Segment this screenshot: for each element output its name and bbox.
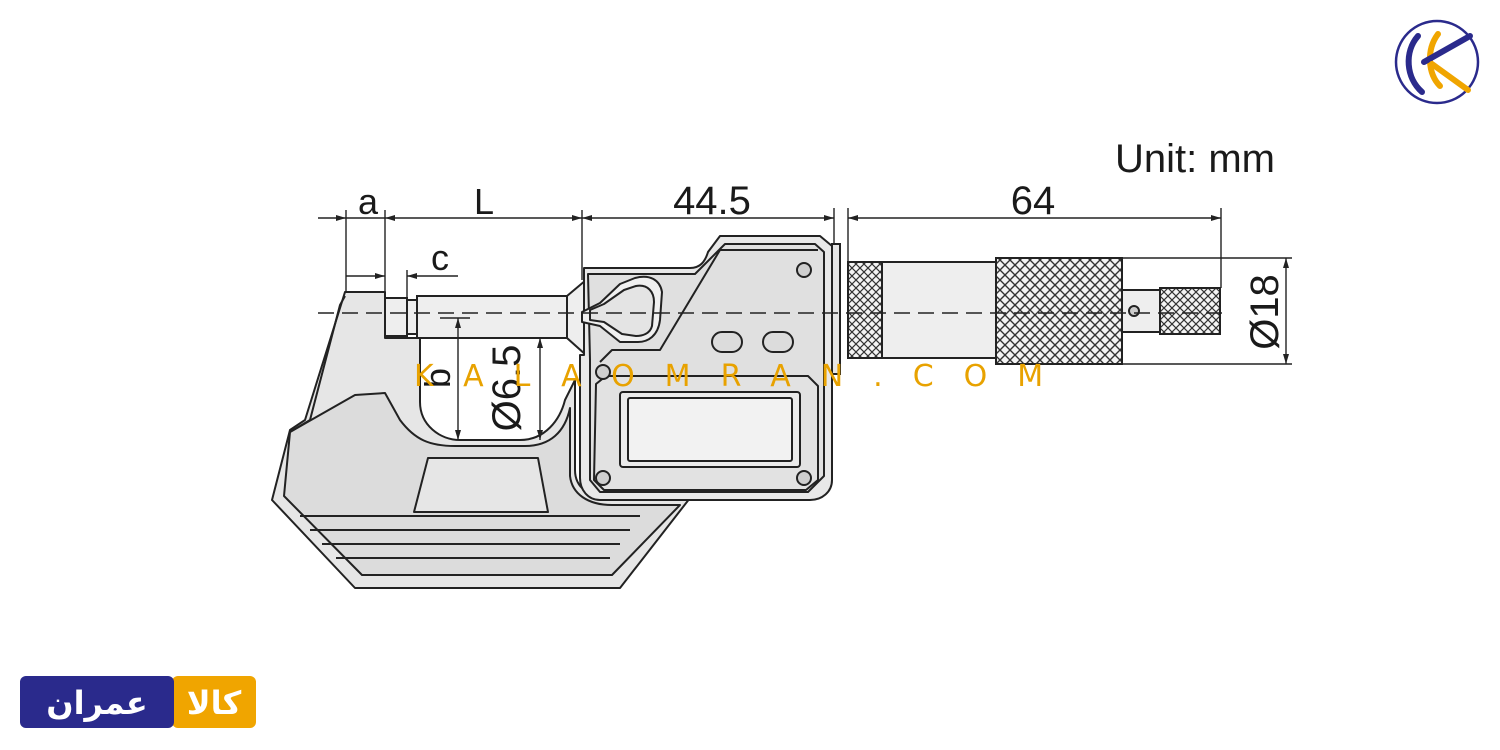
dim-c-label: c	[431, 237, 449, 278]
dim-b-label: b	[417, 368, 458, 388]
dim-a-label: a	[358, 181, 379, 222]
brand-logo-kala: کالا	[187, 684, 242, 722]
dim-frame-depth-label: Ø6.5	[485, 345, 529, 432]
dim-thimble-diameter-label: Ø18	[1243, 274, 1287, 350]
anvil-spindle	[384, 277, 587, 358]
thimble-assembly	[831, 243, 1221, 375]
brand-emblem-icon	[1394, 19, 1480, 105]
dimension-lines	[318, 208, 1292, 440]
brand-logo-omran: عمران	[46, 684, 148, 722]
dim-thimble-length-label: 64	[1011, 179, 1056, 223]
dim-L-label: L	[474, 181, 494, 222]
unit-label: Unit: mm	[1115, 137, 1275, 181]
dimension-arrows	[336, 215, 1289, 440]
watermark-text: KALAOMRAN.COM	[414, 359, 1073, 394]
dim-body-length-label: 44.5	[673, 179, 751, 223]
brand-logo: کالا عمران	[20, 676, 256, 728]
display-housing	[579, 235, 833, 501]
